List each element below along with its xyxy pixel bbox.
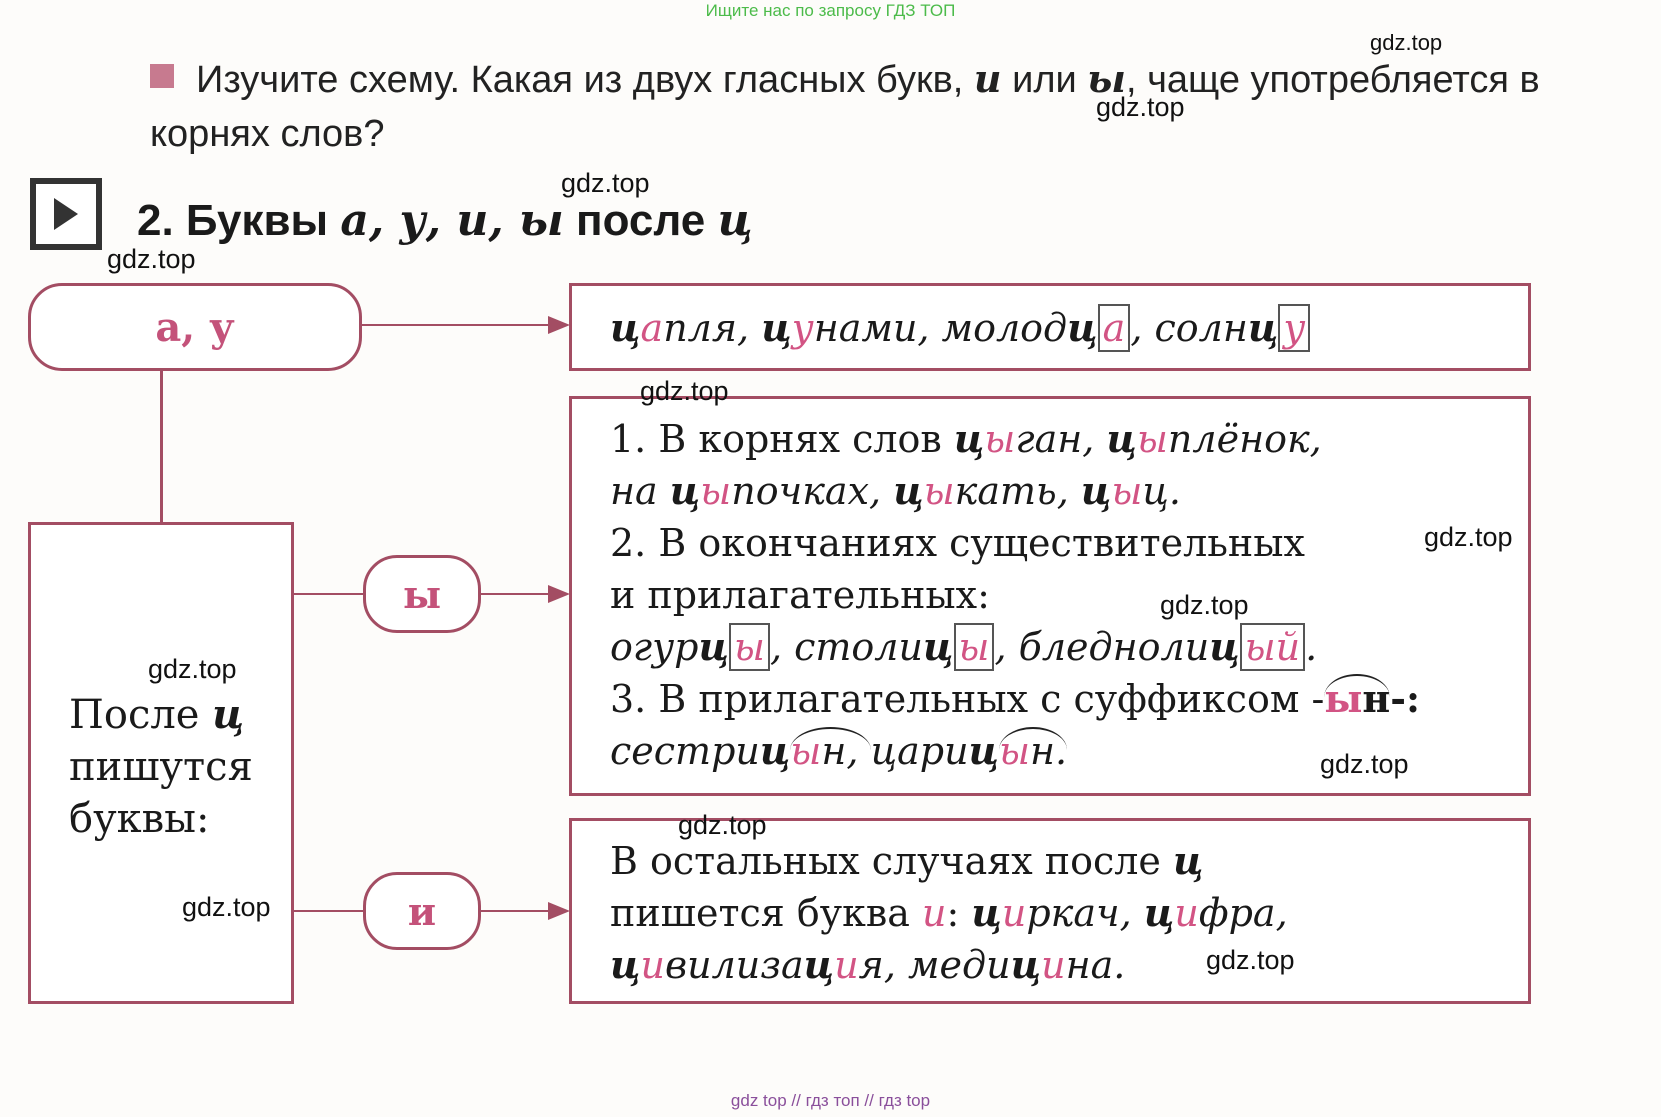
section-heading: 2. Буквы а, у, и, ы после ц xyxy=(137,195,753,246)
connector-vertical xyxy=(160,370,163,523)
task-text: Изучите схему. Какая из двух гласных бук… xyxy=(150,52,1630,161)
connector-y xyxy=(480,593,550,595)
task-letter-i: и xyxy=(973,56,1002,101)
connector-left-i xyxy=(293,910,363,912)
left-box-after-ts: После ц пишутся буквы: xyxy=(28,522,294,1004)
watermark: gdz.top xyxy=(1424,522,1513,552)
arrow-y-icon xyxy=(548,585,570,603)
bottom-banner: gdz top // гдз топ // гдз top xyxy=(730,1091,931,1110)
box-i-rule: В остальных случаях после ц пишется букв… xyxy=(569,818,1531,1004)
connector-left-y xyxy=(293,593,363,595)
bullet-square-icon xyxy=(150,64,174,88)
watermark: gdz.top xyxy=(148,654,237,684)
task-text-part: или xyxy=(1001,59,1088,101)
pill-a-u: а, у xyxy=(28,283,362,371)
watermark: gdz.top xyxy=(182,892,271,922)
play-marker-icon xyxy=(30,178,102,250)
watermark: gdz.top xyxy=(107,244,196,274)
watermark: gdz.top xyxy=(678,810,767,840)
pill-i: и xyxy=(363,872,481,950)
watermark: gdz.top xyxy=(1096,92,1185,122)
box-y-rules: 1. В корнях слов цыган, цыплёнок, на цып… xyxy=(569,396,1531,796)
task-text-part: Изучите схему. Какая из двух гласных бук… xyxy=(196,59,974,101)
watermark: gdz.top xyxy=(1206,945,1295,975)
task-text-part: , чаще употребляется в корнях слов? xyxy=(150,59,1540,155)
watermark: gdz.top xyxy=(1370,30,1443,55)
arrow-i-icon xyxy=(548,902,570,920)
watermark: gdz.top xyxy=(1160,590,1249,620)
task-letter-y: ы xyxy=(1087,56,1126,101)
watermark: gdz.top xyxy=(561,168,650,198)
pill-y: ы xyxy=(363,555,481,633)
arrow-au-icon xyxy=(548,316,570,334)
watermark: gdz.top xyxy=(1320,749,1409,779)
connector-au xyxy=(360,324,550,326)
top-banner: Ищите нас по запросу ГДЗ ТОП xyxy=(705,1,956,20)
watermark: gdz.top xyxy=(640,376,729,406)
connector-i xyxy=(480,910,550,912)
